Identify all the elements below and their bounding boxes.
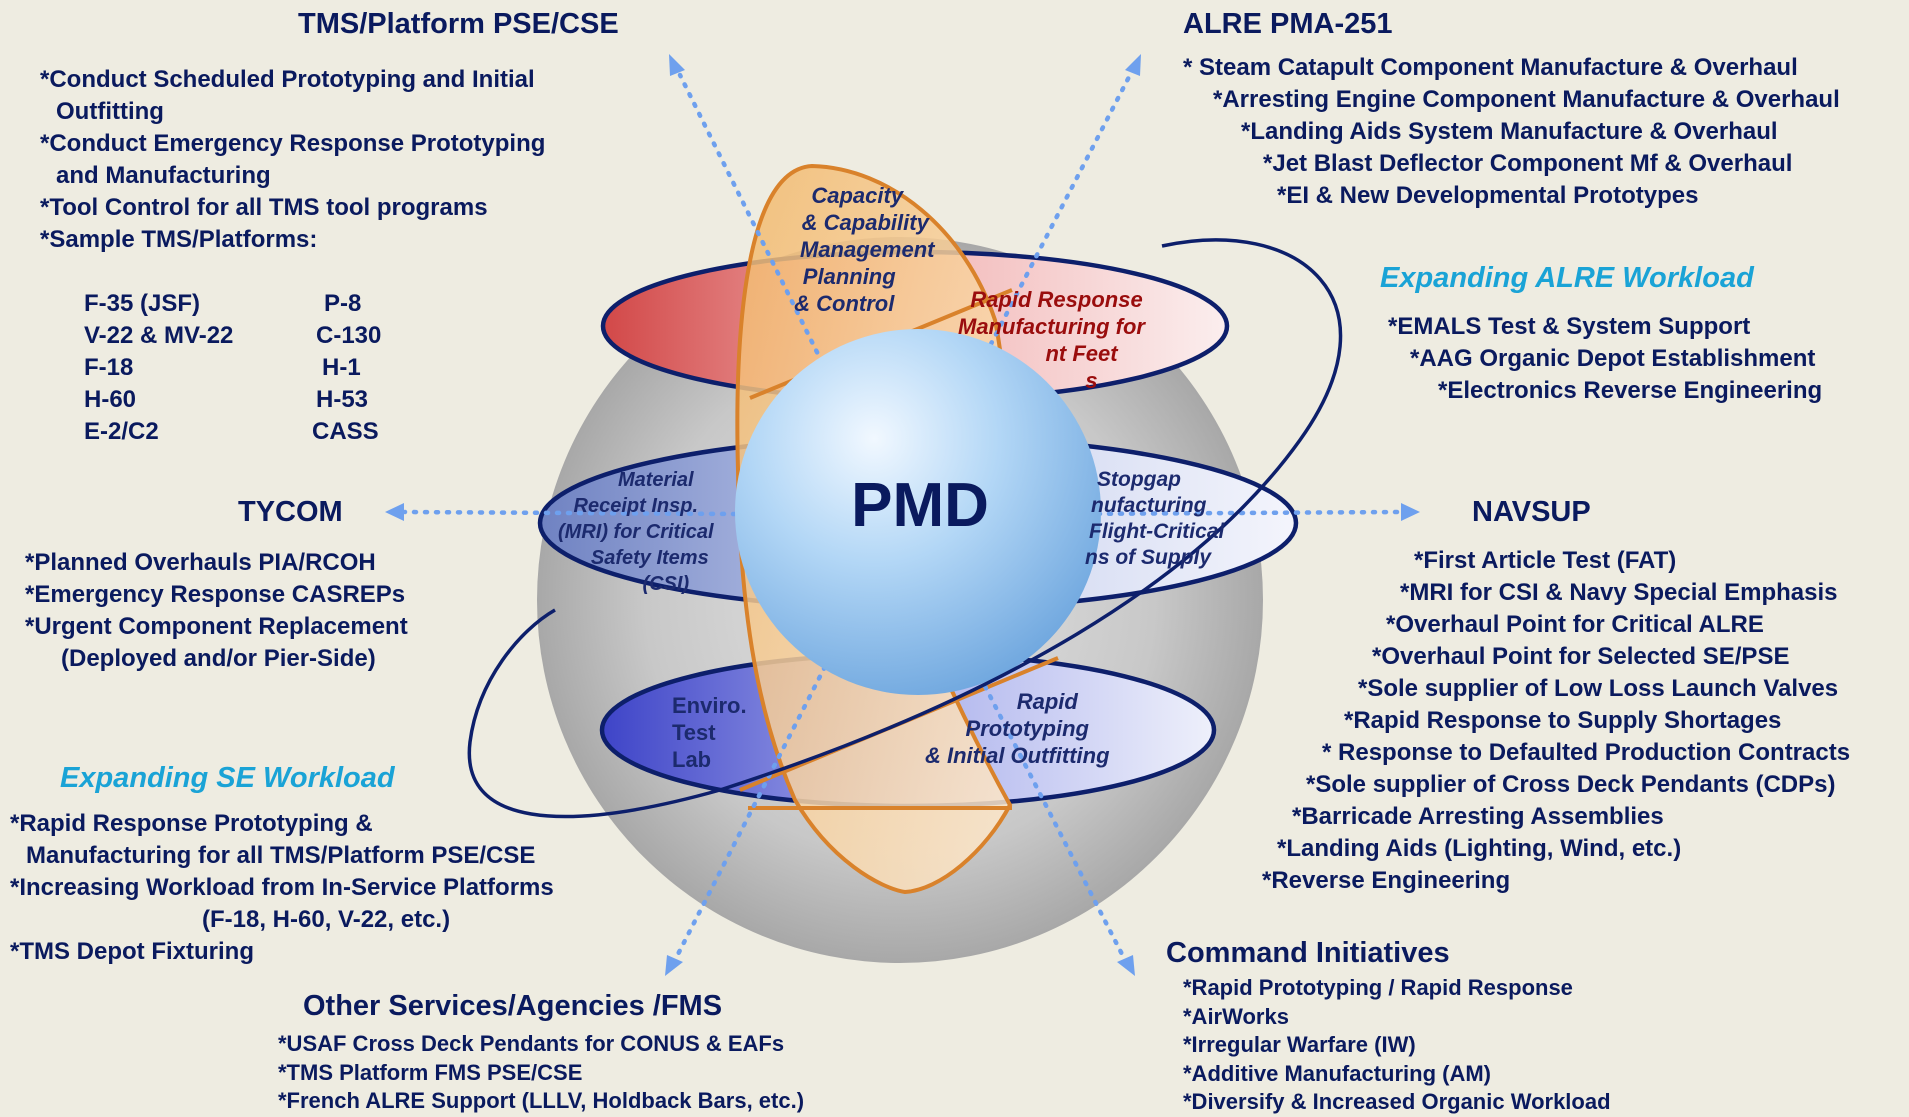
- tycom-title: TYCOM: [238, 496, 343, 528]
- navsup-item: *Rapid Response to Supply Shortages: [1344, 707, 1782, 734]
- navsup-section: NAVSUP: [1472, 496, 1591, 529]
- expanding-se-item: *Rapid Response Prototyping &: [10, 810, 373, 837]
- arrow-alre-head: [1125, 54, 1141, 76]
- alre-item: *EI & New Developmental Prototypes: [1277, 182, 1699, 209]
- expanding-alre-title: Expanding ALRE Workload: [1380, 262, 1754, 294]
- other-title: Other Services/Agencies /FMS: [303, 990, 723, 1022]
- arrow-other-head: [665, 955, 683, 976]
- platform-item: V-22 & MV-22: [84, 322, 234, 349]
- tms-item: *Conduct Emergency Response Prototyping: [40, 130, 546, 157]
- ring-label-enviro: Enviro. Test Lab: [672, 693, 747, 772]
- other-item: *French ALRE Support (LLLV, Holdback Bar…: [278, 1088, 805, 1113]
- platform-item: E-2/C2: [84, 418, 159, 445]
- navsup-item: *Landing Aids (Lighting, Wind, etc.): [1277, 835, 1682, 862]
- command-item: *Rapid Prototyping / Rapid Response: [1183, 975, 1573, 1000]
- tycom-item: (Deployed and/or Pier-Side): [61, 645, 376, 672]
- tms-platforms-right: P-8 C-130 H-1 H-53 CASS: [312, 288, 382, 448]
- navsup-item: * Response to Defaulted Production Contr…: [1322, 739, 1851, 766]
- arrow-navsup-head: [1401, 503, 1420, 521]
- expanding-se-title: Expanding SE Workload: [60, 762, 395, 794]
- tycom-section: TYCOM: [238, 496, 343, 529]
- tms-item: *Sample TMS/Platforms:: [40, 226, 318, 253]
- ring-label-rapid-prototyping: Rapid Prototyping & Initial Outfitting: [925, 689, 1110, 768]
- platform-item: C-130: [316, 322, 382, 349]
- command-item: *Irregular Warfare (IW): [1183, 1032, 1416, 1057]
- command-item: *Additive Manufacturing (AM): [1183, 1060, 1491, 1086]
- other-item: *TMS Platform FMS PSE/CSE: [278, 1059, 583, 1085]
- ring-label-material: Material Receipt Insp. (MRI) for Critica…: [558, 469, 714, 595]
- other-section: Other Services/Agencies /FMS: [303, 990, 722, 1023]
- arrow-alre-line: [897, 72, 1133, 523]
- alre-list: * Steam Catapult Component Manufacture &…: [1183, 52, 1840, 212]
- navsup-item: *Reverse Engineering: [1262, 867, 1511, 894]
- navsup-item: *Sole supplier of Cross Deck Pendants (C…: [1306, 771, 1836, 798]
- arrow-tms-head: [669, 54, 685, 76]
- tms-section: TMS/Platform PSE/CSE: [298, 8, 619, 41]
- platform-item: F-35 (JSF): [84, 290, 201, 317]
- pmd-label: PMD: [851, 471, 989, 540]
- alre-item: *Landing Aids System Manufacture & Overh…: [1241, 118, 1778, 145]
- orbit-line: [467, 238, 1343, 819]
- tms-item: and Manufacturing: [56, 162, 271, 189]
- tms-title: TMS/Platform PSE/CSE: [298, 8, 619, 40]
- tycom-item: *Emergency Response CASREPs: [25, 581, 406, 608]
- expanding-se-item: *Increasing Workload from In-Service Pla…: [10, 874, 554, 901]
- expanding-se-section: Expanding SE Workload: [60, 762, 395, 795]
- other-list: *USAF Cross Deck Pendants for CONUS & EA…: [278, 1030, 804, 1116]
- platform-item: F-18: [84, 354, 134, 381]
- tms-list: *Conduct Scheduled Prototyping and Initi…: [40, 64, 545, 256]
- platform-item: H-53: [316, 386, 369, 413]
- expanding-alre-section: Expanding ALRE Workload: [1380, 262, 1754, 295]
- navsup-item: *First Article Test (FAT): [1414, 547, 1677, 574]
- expanding-alre-item: *AAG Organic Depot Establishment: [1410, 345, 1816, 372]
- alre-item: * Steam Catapult Component Manufacture &…: [1183, 54, 1798, 81]
- command-list: *Rapid Prototyping / Rapid Response *Air…: [1183, 974, 1611, 1117]
- platform-item: CASS: [312, 418, 379, 445]
- command-section: Command Initiatives: [1166, 937, 1450, 970]
- other-item: *USAF Cross Deck Pendants for CONUS & EA…: [278, 1031, 785, 1056]
- arrows: [402, 72, 1403, 963]
- alre-item: *Jet Blast Deflector Component Mf & Over…: [1263, 150, 1793, 177]
- platform-item: H-1: [322, 354, 361, 381]
- navsup-title: NAVSUP: [1472, 496, 1591, 528]
- alre-item: *Arresting Engine Component Manufacture …: [1213, 86, 1840, 113]
- tms-item: *Conduct Scheduled Prototyping and Initi…: [40, 66, 535, 93]
- expanding-se-item: (F-18, H-60, V-22, etc.): [202, 906, 451, 933]
- navsup-item: *Sole supplier of Low Loss Launch Valves: [1358, 675, 1839, 702]
- command-title: Command Initiatives: [1166, 937, 1450, 969]
- tycom-item: *Urgent Component Replacement: [25, 613, 408, 640]
- navsup-list: *First Article Test (FAT) *MRI for CSI &…: [1262, 545, 1850, 897]
- ring-label-rapid-response: Rapid Response Manufacturing for nt Feet…: [958, 287, 1145, 393]
- expanding-alre-item: *EMALS Test & System Support: [1388, 313, 1751, 340]
- navsup-item: *MRI for CSI & Navy Special Emphasis: [1400, 579, 1838, 606]
- arrow-tycom-head: [385, 503, 404, 521]
- navsup-item: *Overhaul Point for Critical ALRE: [1386, 611, 1764, 638]
- platform-item: H-60: [84, 386, 137, 413]
- navsup-item: *Overhaul Point for Selected SE/PSE: [1372, 643, 1790, 670]
- pmd-core: [735, 329, 1101, 695]
- navsup-item: *Barricade Arresting Assemblies: [1292, 803, 1664, 830]
- tms-item: Outfitting: [56, 98, 164, 125]
- tycom-item: *Planned Overhauls PIA/RCOH: [25, 549, 376, 576]
- expanding-alre-list: *EMALS Test & System Support *AAG Organi…: [1388, 311, 1822, 407]
- command-item: *AirWorks: [1183, 1003, 1289, 1029]
- tycom-list: *Planned Overhauls PIA/RCOH *Emergency R…: [25, 547, 408, 675]
- ring-label-capacity: Capacity & Capability Management Plannin…: [794, 183, 935, 316]
- tms-platforms-left: F-35 (JSF) V-22 & MV-22 F-18 H-60 E-2/C2: [84, 288, 233, 448]
- alre-section: ALRE PMA-251: [1183, 8, 1393, 41]
- expanding-se-list: *Rapid Response Prototyping & Manufactur…: [10, 808, 554, 968]
- command-item: *Diversify & Increased Organic Workload: [1183, 1089, 1611, 1114]
- expanding-se-item: *TMS Depot Fixturing: [10, 938, 254, 965]
- arrow-command-head: [1117, 955, 1135, 976]
- alre-title: ALRE PMA-251: [1183, 8, 1393, 40]
- ring-label-stopgap: Stopgap nufacturing Flight-Critical ns o…: [1085, 468, 1225, 569]
- tms-item: *Tool Control for all TMS tool programs: [40, 194, 488, 221]
- expanding-alre-item: *Electronics Reverse Engineering: [1438, 377, 1823, 404]
- platform-item: P-8: [324, 290, 362, 317]
- expanding-se-item: Manufacturing for all TMS/Platform PSE/C…: [26, 842, 536, 869]
- arrow-heads: [385, 54, 1420, 976]
- arrow-navsup-line: [897, 509, 1403, 518]
